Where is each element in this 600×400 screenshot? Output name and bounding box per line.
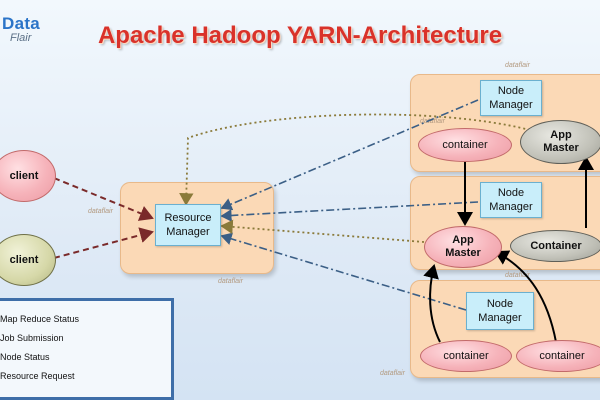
client-1-label: client — [9, 169, 39, 182]
mapreduce-status-arrow — [494, 250, 557, 343]
diagram-title: Apache Hadoop YARN-Architecture — [97, 22, 503, 49]
node-manager-1-label-1: Node — [497, 85, 525, 97]
legend-item-node-status: Node Status — [0, 352, 50, 362]
legend-item-mapreduce: Map Reduce Status — [0, 314, 80, 324]
node-status-arrow — [220, 99, 479, 211]
node3-container-a-label: container — [443, 349, 489, 362]
client-1: client — [0, 150, 56, 202]
node1-app-master-label-1: App — [550, 129, 572, 141]
node-status-arrow — [220, 201, 479, 222]
logo-word-flair: Flair — [10, 32, 32, 44]
node2-app-master-label-2: Master — [445, 247, 481, 259]
node1-app-master-label-2: Master — [543, 142, 579, 154]
job-submission-arrow — [53, 177, 154, 221]
legend-box — [0, 298, 174, 400]
node2-container-label: Container — [530, 239, 582, 252]
legend-item-resource-request: Resource Request — [0, 371, 75, 381]
node2-app-master-label-1: App — [452, 234, 474, 246]
node-manager-3-label-2: Manager — [478, 312, 522, 324]
node3-container-b-label: container — [539, 349, 585, 362]
resource-manager-label-1: Resource — [164, 212, 212, 224]
resource-request-arrow — [179, 113, 531, 206]
node-manager-2-label-1: Node — [497, 187, 525, 199]
watermark: dataflair — [218, 278, 243, 285]
logo-word-data: Data — [2, 14, 41, 33]
watermark: dataflair — [420, 118, 445, 125]
watermark: dataflair — [380, 370, 405, 377]
node1-container: container — [418, 128, 512, 162]
node-manager-1-label-2: Manager — [489, 99, 533, 111]
node-manager-2-label-2: Manager — [489, 201, 533, 213]
resource-request-arrow — [220, 219, 425, 243]
node-status-arrow — [220, 232, 467, 311]
node-manager-3-label-1: Node — [486, 298, 514, 310]
node1-container-label: container — [442, 138, 488, 151]
mapreduce-status-arrow — [423, 264, 441, 343]
watermark: dataflair — [505, 272, 530, 279]
job-submission-arrow — [53, 227, 154, 259]
watermark: dataflair — [505, 62, 530, 69]
node2-container: Container — [510, 230, 600, 262]
node3-container-b: container — [516, 340, 600, 372]
legend-item-job-submission: Job Submission — [0, 333, 64, 343]
node3-container-a: container — [420, 340, 512, 372]
client-2-label: client — [9, 253, 39, 266]
resource-manager-label-2: Manager — [166, 226, 210, 238]
client-2: client — [0, 234, 56, 286]
watermark: dataflair — [88, 208, 113, 215]
